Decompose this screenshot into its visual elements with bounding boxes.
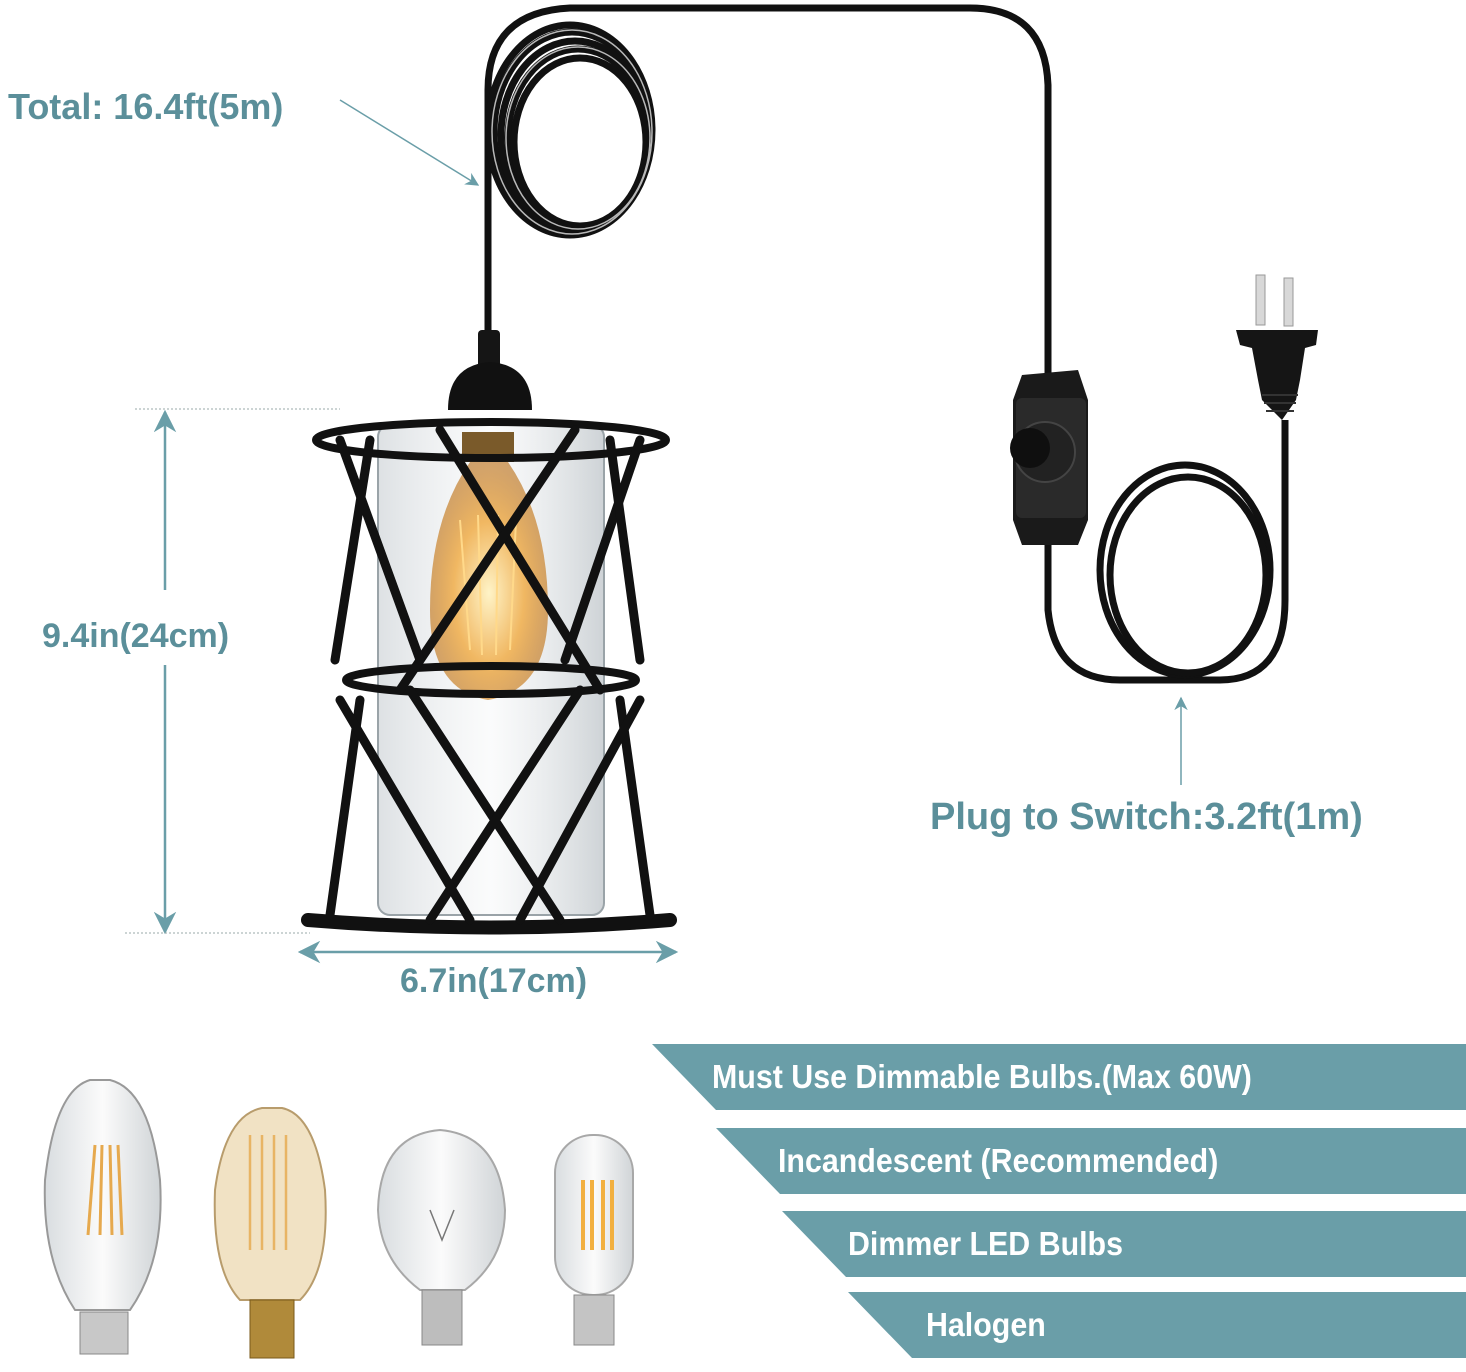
banner-label: Dimmer LED Bulbs: [848, 1225, 1123, 1262]
banner-dimmable-required: Must Use Dimmable Bulbs.(Max 60W): [652, 1044, 1466, 1110]
banner-label: Halogen: [926, 1306, 1046, 1343]
us-plug: [1236, 274, 1318, 420]
height-label: 9.4in(24cm): [42, 617, 230, 655]
width-label: 6.7in(17cm): [400, 962, 588, 1000]
dimmer-switch: [1010, 370, 1088, 545]
t45-led-bulb: [554, 1134, 634, 1346]
banner-incandescent: Incandescent (Recommended): [716, 1128, 1466, 1194]
plug-to-switch-label: Plug to Switch:3.2ft(1m): [930, 796, 1363, 838]
bulb-examples: [43, 1079, 634, 1359]
banner-halogen: Halogen: [848, 1292, 1466, 1358]
total-length-label: Total: 16.4ft(5m): [8, 86, 284, 127]
lamp-socket: [448, 330, 532, 410]
banner-label: Must Use Dimmable Bulbs.(Max 60W): [712, 1058, 1252, 1095]
banner-dimmer-led: Dimmer LED Bulbs: [782, 1211, 1466, 1277]
coiled-cord: [484, 4, 1052, 375]
a19-incandescent-bulb: [376, 1128, 507, 1346]
dimension-lines: [153, 99, 1188, 964]
st64-led-bulb: [43, 1079, 162, 1355]
st64-edison-bulb: [213, 1107, 327, 1359]
plug-cord: [1044, 420, 1289, 684]
metal-cage: [301, 418, 677, 935]
banner-label: Incandescent (Recommended): [778, 1142, 1219, 1179]
